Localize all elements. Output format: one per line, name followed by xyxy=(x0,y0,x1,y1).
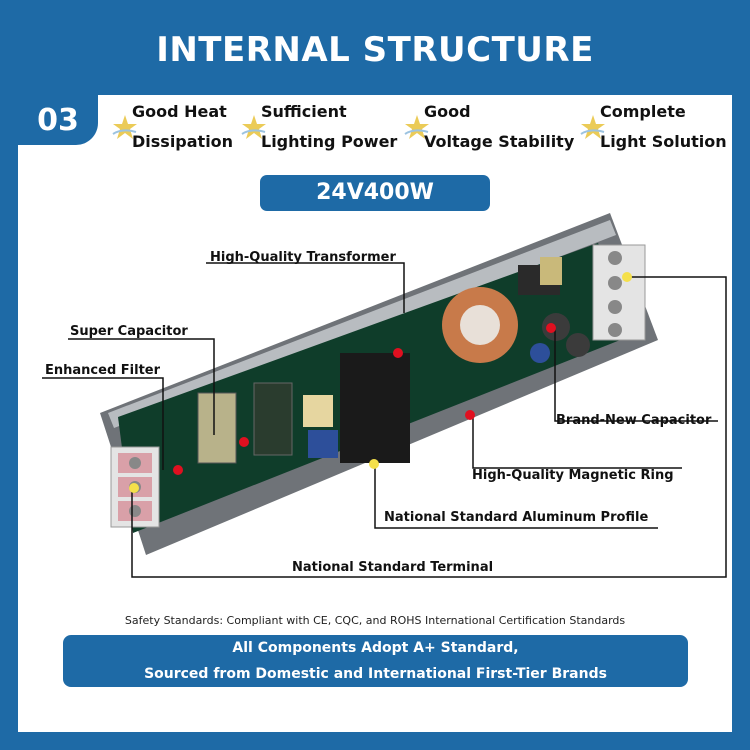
safety-standards-text: Safety Standards: Compliant with CE, CQC… xyxy=(124,614,626,627)
marker-aluminum-profile xyxy=(369,459,379,469)
magnetic-ring-callout-line xyxy=(472,418,682,469)
callout-terminal: National Standard Terminal xyxy=(292,560,494,575)
callout-enhanced-filter: Enhanced Filter xyxy=(45,363,161,378)
content-panel: 03 Good Heat Dissipation Sufficient Ligh… xyxy=(18,95,732,732)
star-icon xyxy=(580,115,605,139)
transformer-callout-line xyxy=(206,262,405,313)
bottom-banner: All Components Adopt A+ Standard, Source… xyxy=(63,635,688,687)
feature-line1: Sufficient xyxy=(261,102,347,121)
small-component xyxy=(303,395,333,427)
terminal-screw xyxy=(129,505,141,517)
feature-line2: Light Solution xyxy=(600,132,727,151)
terminal-screw xyxy=(608,251,622,265)
capacitor-top xyxy=(530,343,550,363)
star-icon xyxy=(241,115,266,139)
callout-aluminum-profile: National Standard Aluminum Profile xyxy=(384,510,649,525)
component xyxy=(540,257,562,285)
section-number: 03 xyxy=(37,102,79,138)
callout-super-capacitor: Super Capacitor xyxy=(70,324,188,339)
feature-line1: Good Heat xyxy=(132,102,227,121)
super-capacitor-callout-line xyxy=(68,338,215,435)
terminal-screw xyxy=(608,300,622,314)
small-capacitors xyxy=(308,430,338,458)
magnetic-ring-core xyxy=(460,305,500,345)
section-badge: 03 xyxy=(18,95,98,145)
page-title: INTERNAL STRUCTURE xyxy=(156,30,594,70)
terminal-screw xyxy=(608,323,622,337)
terminal-screw xyxy=(129,457,141,469)
model-label: 24V400W xyxy=(260,175,490,211)
capacitor-component xyxy=(253,382,293,456)
filter-component xyxy=(197,392,237,464)
marker-enhanced-filter xyxy=(173,465,183,475)
callout-brand-new-capacitor: Brand-New Capacitor xyxy=(556,413,712,428)
feature-line1: Complete xyxy=(600,102,686,121)
feature-line2: Lighting Power xyxy=(261,132,398,151)
marker-super-capacitor xyxy=(239,437,249,447)
callout-magnetic-ring: High-Quality Magnetic Ring xyxy=(472,468,674,483)
capacitor-top xyxy=(542,313,570,341)
star-icon xyxy=(404,115,429,139)
marker-magnetic-ring xyxy=(465,410,475,420)
star-icon xyxy=(112,115,137,139)
aluminum-profile-callout-line xyxy=(374,467,658,529)
callout-transformer: High-Quality Transformer xyxy=(210,250,396,265)
feature-line2: Voltage Stability xyxy=(424,132,575,151)
marker-transformer xyxy=(393,348,403,358)
feature-line1: Good xyxy=(424,102,471,121)
marker-terminal xyxy=(622,272,632,282)
power-supply-illustration xyxy=(42,213,727,578)
terminal-screw xyxy=(608,276,622,290)
heatsink-section xyxy=(340,353,410,463)
terminal-callout-line xyxy=(131,276,727,578)
bottom-line1: All Components Adopt A+ Standard, xyxy=(232,640,519,656)
feature-line2: Dissipation xyxy=(132,132,234,151)
marker-brand-new-capacitor xyxy=(546,323,556,333)
bottom-line2: Sourced from Domestic and International … xyxy=(144,666,607,682)
capacitor-top xyxy=(566,333,590,357)
marker-terminal-left xyxy=(129,483,139,493)
enhanced-filter-callout-line xyxy=(42,377,164,470)
brand-new-capacitor-callout-line xyxy=(554,328,718,422)
